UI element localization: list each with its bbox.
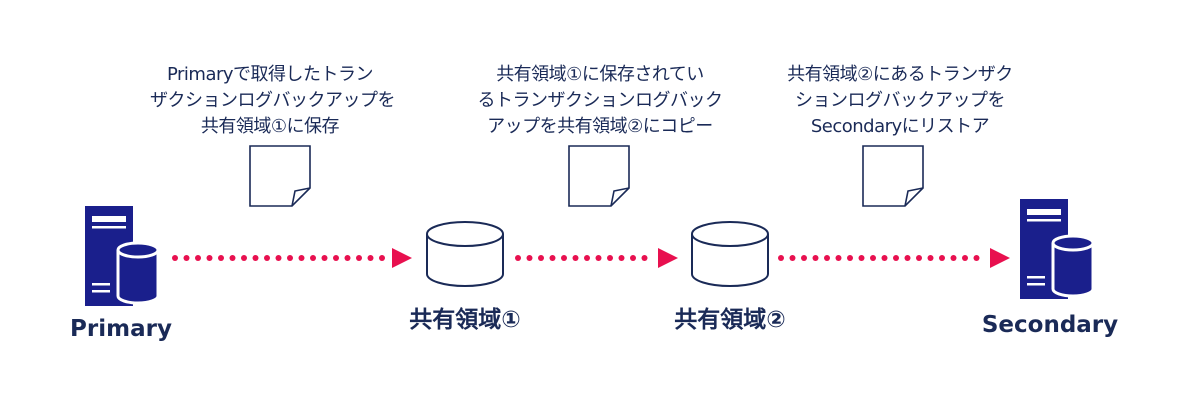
- arrow-dot: [252, 255, 259, 261]
- arrow-dot: [630, 255, 636, 261]
- arrow-head: [658, 248, 678, 268]
- arrow-dot: [572, 255, 579, 261]
- primary-label: Primary: [70, 316, 172, 342]
- arrow-dot: [927, 255, 934, 261]
- caption-line: 共有領域①に保存: [200, 116, 340, 137]
- arrow-dot: [789, 255, 796, 261]
- arrow-dot: [195, 255, 201, 261]
- arrow-right-icon: [778, 248, 1010, 268]
- arrow-dot: [641, 255, 648, 261]
- share1-database-icon: [426, 221, 504, 287]
- arrow-dot: [778, 255, 784, 261]
- document-icon: [862, 145, 924, 207]
- arrow-dot: [526, 255, 533, 261]
- arrow-dot: [298, 255, 305, 261]
- caption-line: ションログバックアップを: [795, 90, 1006, 111]
- arrow-dot: [904, 255, 911, 261]
- arrow-dot: [618, 255, 625, 261]
- arrow-dot: [893, 255, 899, 261]
- arrow-head: [392, 248, 412, 268]
- step-2-caption: 共有領域①に保存されてい るトランザクションログバック アップを共有領域②にコピ…: [470, 62, 730, 140]
- step-1-caption: Primaryで取得したトラン ザクションログバックアップを 共有領域①に保存: [150, 62, 396, 140]
- caption-line: Secondaryにリストア: [810, 116, 990, 137]
- arrow-dot: [229, 255, 236, 261]
- arrow-dot: [218, 255, 224, 261]
- arrow-right-icon: [172, 248, 412, 268]
- arrow-dot: [549, 255, 556, 261]
- arrow-dot: [584, 255, 590, 261]
- arrow-dot: [595, 255, 602, 261]
- arrow-dot: [356, 255, 362, 261]
- arrow-dot: [206, 255, 213, 261]
- arrow-dot: [515, 255, 521, 261]
- arrow-dot: [561, 255, 567, 261]
- arrow-dot: [183, 255, 190, 261]
- arrow-dot: [939, 255, 945, 261]
- arrow-dot: [333, 255, 339, 261]
- arrow-dot: [835, 255, 842, 261]
- arrow-right-icon: [515, 248, 678, 268]
- arrow-dot: [858, 255, 865, 261]
- arrow-dot: [870, 255, 876, 261]
- secondary-label: Secondary: [981, 312, 1119, 338]
- caption-line: ザクションログバックアップを: [150, 90, 396, 111]
- arrow-dot: [916, 255, 922, 261]
- document-icon: [568, 145, 630, 207]
- arrow-head: [990, 248, 1010, 268]
- arrow-dot: [367, 255, 374, 261]
- arrow-dot: [824, 255, 830, 261]
- arrow-dot: [172, 255, 178, 261]
- arrow-dot: [287, 255, 293, 261]
- arrow-dot: [881, 255, 888, 261]
- arrow-dot: [812, 255, 819, 261]
- arrow-dot: [241, 255, 247, 261]
- arrow-dot: [973, 255, 980, 261]
- arrow-dot: [847, 255, 853, 261]
- arrow-dot: [950, 255, 957, 261]
- arrow-dot: [344, 255, 351, 261]
- primary-server-icon: [83, 204, 160, 308]
- caption-line: 共有領域②にあるトランザク: [787, 64, 1013, 85]
- arrow-dot: [962, 255, 968, 261]
- share2-label: 共有領域②: [674, 307, 786, 333]
- arrow-dot: [379, 255, 385, 261]
- caption-line: アップを共有領域②にコピー: [487, 116, 713, 137]
- document-icon: [249, 145, 311, 207]
- secondary-server-icon: [1018, 197, 1095, 301]
- arrow-dot: [321, 255, 328, 261]
- arrow-dot: [607, 255, 613, 261]
- arrow-dot: [310, 255, 316, 261]
- arrow-dot: [538, 255, 544, 261]
- share1-label: 共有領域①: [409, 307, 521, 333]
- arrow-dot: [264, 255, 270, 261]
- caption-line: 共有領域①に保存されてい: [496, 64, 704, 85]
- step-3-caption: 共有領域②にあるトランザク ションログバックアップを Secondaryにリスト…: [770, 62, 1030, 140]
- arrow-dot: [275, 255, 282, 261]
- caption-line: Primaryで取得したトラン: [166, 64, 374, 85]
- arrow-dot: [801, 255, 807, 261]
- caption-line: るトランザクションログバック: [477, 90, 724, 111]
- share2-database-icon: [691, 221, 769, 287]
